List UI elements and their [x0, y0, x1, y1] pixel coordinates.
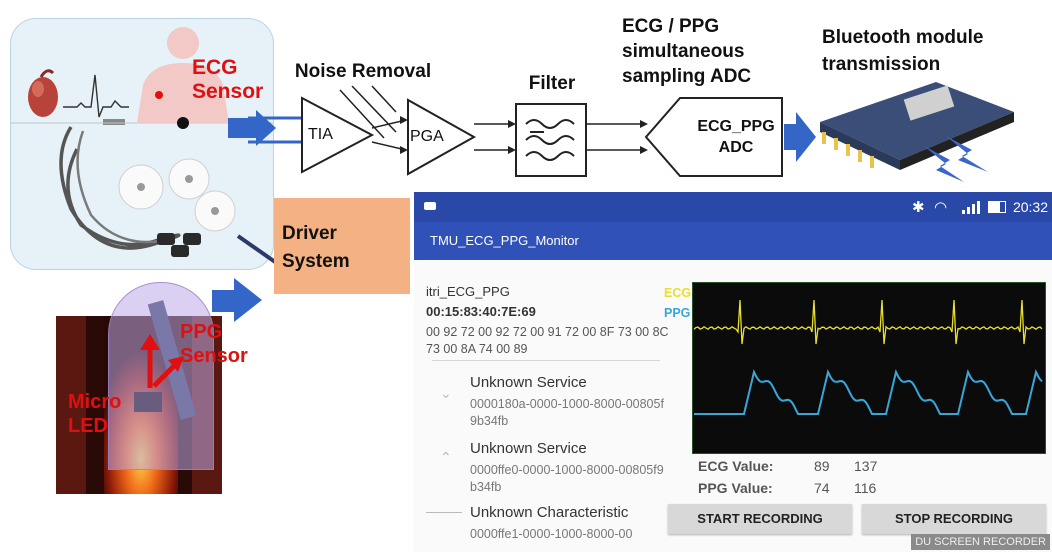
- ecg-value-2: 137: [854, 458, 878, 474]
- divider: [432, 360, 660, 361]
- phone-screen: ✱ ◠ 20:32 TMU_ECG_PPG_Monitor itri_ECG_P…: [414, 192, 1052, 552]
- body-silhouette-icon: [137, 27, 229, 123]
- pga-amplifier: [407, 98, 477, 176]
- ecg-value-label: ECG Value:: [698, 458, 774, 474]
- noise-removal-label: Noise Removal: [294, 61, 432, 82]
- ppg-output-arrow: [212, 278, 262, 322]
- chevron-down-icon: ⌄: [440, 386, 452, 402]
- wifi-icon: ◠: [934, 198, 948, 216]
- waveform-plot: [692, 282, 1046, 454]
- battery-icon: [988, 201, 1006, 213]
- characteristic-name: Unknown Characteristic: [470, 504, 629, 521]
- device-name: itri_ECG_PPG: [426, 284, 510, 299]
- ecg-legend: ECG: [664, 286, 692, 300]
- signal-chain: [228, 82, 1014, 182]
- filter-wave-icon: [525, 119, 575, 161]
- ecg-sensor-label: ECG Sensor: [192, 56, 264, 103]
- device-mac: 00:15:83:40:7E:69: [426, 304, 536, 319]
- driver-system-box: Driver System: [274, 198, 410, 294]
- ppg-light-arrows-icon: [140, 334, 184, 388]
- micro-led-label: Micro LED: [68, 391, 122, 437]
- service-name: Unknown Service: [470, 440, 587, 457]
- ecg-value-1: 89: [814, 458, 830, 474]
- adc-block: [644, 97, 783, 177]
- lead-snaps-icon: [157, 233, 201, 257]
- adc-to-bluetooth-arrow: [784, 112, 816, 162]
- filter-label: Filter: [528, 73, 576, 94]
- screen-recorder-watermark: DU SCREEN RECORDER: [911, 534, 1050, 550]
- start-recording-button[interactable]: START RECORDING: [668, 504, 852, 534]
- recording-icon: [424, 202, 436, 210]
- service-item[interactable]: ⌄ Unknown Service 0000180a-0000-1000-800…: [414, 364, 684, 428]
- ecg-trace: [693, 299, 1043, 345]
- adc-box-label: ECG_PPG ADC: [697, 118, 775, 156]
- service-name: Unknown Service: [470, 374, 587, 391]
- ppg-trace: [694, 369, 1043, 415]
- characteristic-item[interactable]: Unknown Characteristic 0000ffe1-0000-100…: [414, 498, 684, 552]
- service-uuid: 0000180a-0000-1000-8000-00805f9b34fb: [470, 397, 664, 428]
- ppg-value-label: PPG Value:: [698, 480, 773, 496]
- heart-icon: [28, 69, 58, 117]
- ppg-value-1: 74: [814, 480, 830, 496]
- service-item[interactable]: ⌃ Unknown Service 0000ffe0-0000-1000-800…: [414, 430, 684, 494]
- lightning-icon: [924, 136, 988, 182]
- noise-arrows-icon: [339, 85, 397, 139]
- ppg-value-2: 116: [854, 480, 877, 496]
- ppg-sensor-label: PPG Sensor: [180, 321, 248, 367]
- bluetooth-module-icon: [820, 82, 1014, 170]
- adc-title-label: ECG / PPG simultaneous sampling ADC: [622, 16, 752, 87]
- characteristic-uuid: 0000ffe1-0000-1000-8000-00: [470, 527, 633, 541]
- ecg-waveform-icon: [63, 74, 129, 118]
- app-title: TMU_ECG_PPG_Monitor: [430, 233, 579, 248]
- stop-recording-button[interactable]: STOP RECORDING: [862, 504, 1046, 534]
- bluetooth-label: Bluetooth module transmission: [822, 27, 984, 75]
- status-bar: ✱ ◠ 20:32: [414, 192, 1052, 222]
- pga-label: PGA: [410, 128, 444, 145]
- signal-icon: [962, 201, 980, 214]
- raw-data: 00 92 72 00 92 72 00 91 72 00 8F 73 00 8…: [426, 325, 669, 356]
- tia-label: TIA: [308, 126, 333, 143]
- driver-connectors: [212, 234, 280, 322]
- divider: [426, 512, 462, 513]
- ecg-sensor-panel: [10, 18, 274, 270]
- service-uuid: 0000ffe0-0000-1000-8000-00805f9b34fb: [470, 463, 664, 494]
- chevron-up-icon: ⌃: [440, 450, 452, 466]
- app-bar: TMU_ECG_PPG_Monitor: [414, 222, 1052, 260]
- ppg-legend: PPG: [664, 306, 691, 320]
- ecg-sensor-illustration: [11, 27, 273, 257]
- cable-icon: [59, 126, 181, 250]
- electrode-pad-icon: [118, 158, 236, 232]
- tia-amplifier: [301, 96, 375, 174]
- filter-block: [515, 103, 587, 177]
- clock: 20:32: [1012, 199, 1048, 215]
- driver-system-label: Driver System: [282, 223, 350, 272]
- bluetooth-status-icon: ✱: [912, 198, 925, 216]
